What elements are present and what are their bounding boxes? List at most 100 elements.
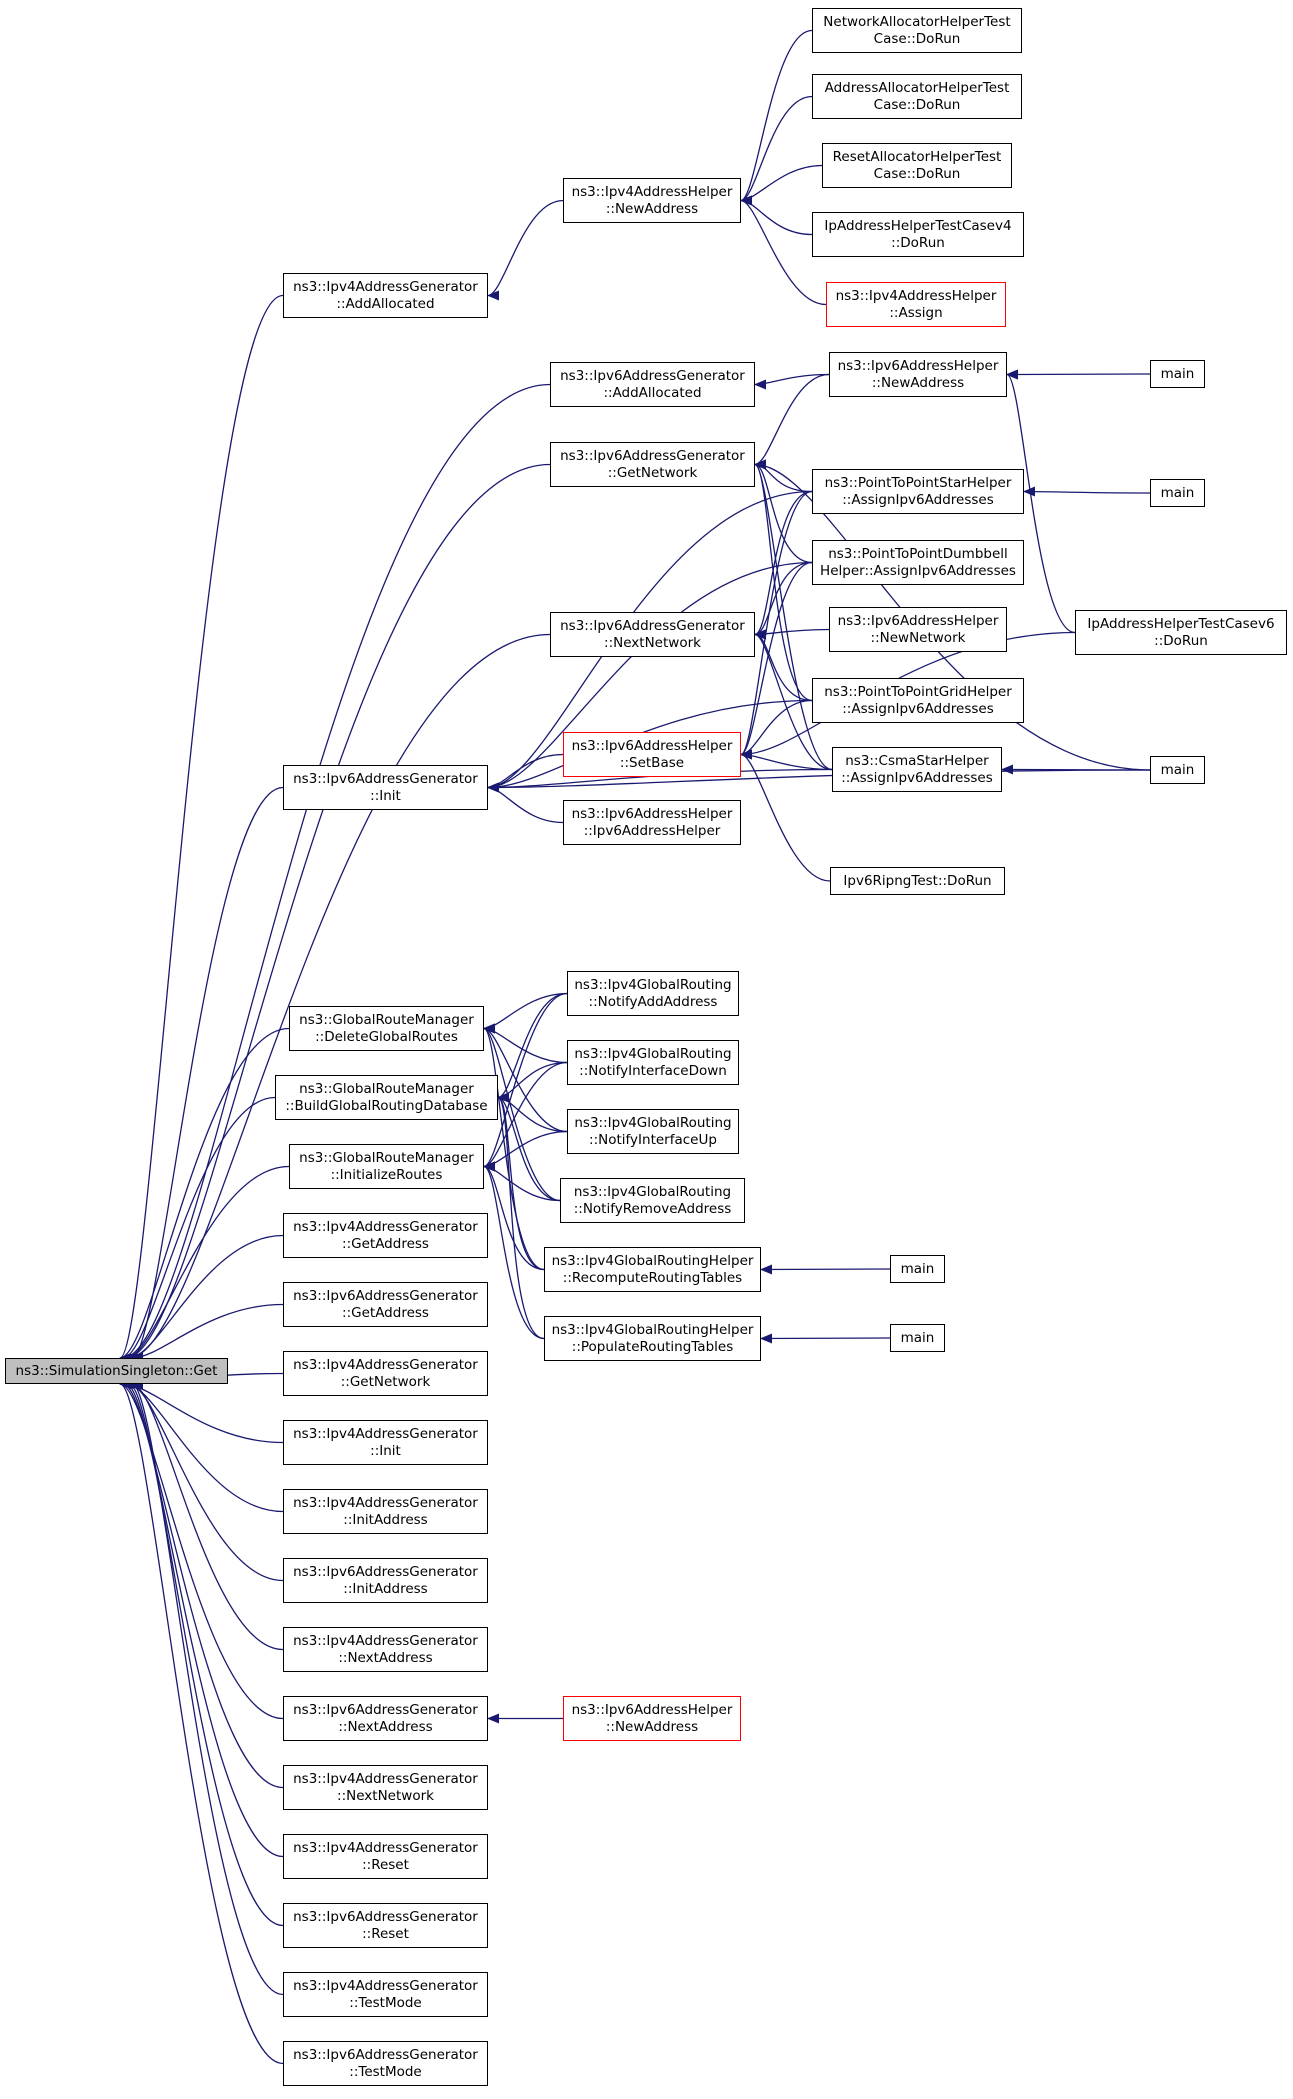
node-label-line: ns3::GlobalRouteManager: [299, 1011, 474, 1028]
node-label-line: ::PopulateRoutingTables: [571, 1338, 734, 1355]
node-gr-addaddr[interactable]: ns3::Ipv4GlobalRouting::NotifyAddAddress: [567, 971, 739, 1016]
node-v4ag-addalloc[interactable]: ns3::Ipv4AddressGenerator::AddAllocated: [283, 273, 488, 318]
node-label-line: ns3::Ipv4AddressHelper: [571, 183, 733, 200]
node-label-line: ::NotifyInterfaceDown: [579, 1062, 727, 1079]
node-label-line: ::Reset: [362, 1925, 409, 1942]
node-label-line: ns3::Ipv4GlobalRouting: [574, 976, 732, 993]
node-v4ag-nextaddr[interactable]: ns3::Ipv4AddressGenerator::NextAddress: [283, 1627, 488, 1672]
node-label-line: ns3::Ipv4AddressGenerator: [293, 1839, 478, 1856]
node-iphelper-v4[interactable]: IpAddressHelperTestCasev4::DoRun: [812, 212, 1024, 257]
node-p2p-grid[interactable]: ns3::PointToPointGridHelper::AssignIpv6A…: [812, 678, 1024, 723]
node-v4ah-assign[interactable]: ns3::Ipv4AddressHelper::Assign: [826, 282, 1006, 327]
node-label-line: ::RecomputeRoutingTables: [562, 1269, 743, 1286]
node-v6ag-init[interactable]: ns3::Ipv6AddressGenerator::Init: [283, 765, 488, 810]
node-v6ag-nextnet[interactable]: ns3::Ipv6AddressGenerator::NextNetwork: [550, 612, 755, 657]
node-grm-build[interactable]: ns3::GlobalRouteManager::BuildGlobalRout…: [275, 1075, 498, 1120]
node-v6ah-newnet[interactable]: ns3::Ipv6AddressHelper::NewNetwork: [829, 607, 1007, 652]
call-edge: [125, 1379, 284, 1513]
call-edge: [483, 1130, 568, 1172]
node-label-line: Case::DoRun: [873, 96, 961, 113]
node-grm-init[interactable]: ns3::GlobalRouteManager::InitializeRoute…: [289, 1144, 484, 1189]
node-v6ag-testmode[interactable]: ns3::Ipv6AddressGenerator::TestMode: [283, 2041, 488, 2086]
call-edge: [483, 1023, 561, 1202]
node-csma-star[interactable]: ns3::CsmaStarHelper::AssignIpv6Addresses: [832, 747, 1002, 792]
call-edge: [754, 373, 830, 390]
node-gr-remaddr[interactable]: ns3::Ipv4GlobalRouting::NotifyRemoveAddr…: [560, 1178, 745, 1223]
node-gr-ifup[interactable]: ns3::Ipv4GlobalRouting::NotifyInterfaceU…: [567, 1109, 739, 1154]
node-label-line: ns3::Ipv4AddressGenerator: [293, 1494, 478, 1511]
node-v4ag-getaddr[interactable]: ns3::Ipv4AddressGenerator::GetAddress: [283, 1213, 488, 1258]
node-label-line: ::NewNetwork: [870, 629, 966, 646]
node-v6ah-newaddr[interactable]: ns3::Ipv6AddressHelper::NewAddress: [829, 352, 1007, 397]
node-v6ag-getnet[interactable]: ns3::Ipv6AddressGenerator::GetNetwork: [550, 442, 755, 487]
node-grm-delete[interactable]: ns3::GlobalRouteManager::DeleteGlobalRou…: [289, 1006, 484, 1051]
call-edge: [483, 1023, 568, 1064]
node-v6ag-nextaddr[interactable]: ns3::Ipv6AddressGenerator::NextAddress: [283, 1696, 488, 1741]
node-label-line: ns3::Ipv4GlobalRouting: [574, 1045, 732, 1062]
call-edge: [740, 561, 813, 760]
call-edge: [754, 373, 830, 470]
node-v6ag-addalloc[interactable]: ns3::Ipv6AddressGenerator::AddAllocated: [550, 362, 755, 407]
call-edge: [740, 195, 813, 236]
node-label-line: ::InitializeRoutes: [330, 1166, 443, 1183]
node-v6ah-setbase[interactable]: ns3::Ipv6AddressHelper::SetBase: [563, 732, 741, 777]
call-edge: [119, 1027, 290, 1363]
node-label-line: ::NextAddress: [338, 1718, 433, 1735]
node-iphelper-v6[interactable]: IpAddressHelperTestCasev6::DoRun: [1075, 610, 1287, 655]
call-edge: [122, 1096, 276, 1363]
node-v4ag-getnet[interactable]: ns3::Ipv4AddressGenerator::GetNetwork: [283, 1351, 488, 1396]
node-v4ah-newaddr[interactable]: ns3::Ipv4AddressHelper::NewAddress: [563, 178, 741, 223]
node-label-line: ::NextAddress: [338, 1649, 433, 1666]
node-label-line: ns3::Ipv4AddressGenerator: [293, 1218, 478, 1235]
call-edge: [497, 1092, 545, 1340]
node-label-line: ns3::Ipv4AddressGenerator: [293, 1770, 478, 1787]
node-label-line: ::AssignIpv6Addresses: [842, 491, 994, 508]
call-edge: [754, 459, 833, 771]
node-grh-recompute[interactable]: ns3::Ipv4GlobalRoutingHelper::RecomputeR…: [544, 1247, 761, 1292]
node-gr-ifdown[interactable]: ns3::Ipv4GlobalRouting::NotifyInterfaceD…: [567, 1040, 739, 1085]
node-v6ag-getaddr[interactable]: ns3::Ipv6AddressGenerator::GetAddress: [283, 1282, 488, 1327]
node-label-line: ns3::Ipv6AddressGenerator: [293, 2046, 478, 2063]
node-root[interactable]: ns3::SimulationSingleton::Get: [5, 1358, 228, 1384]
node-main3[interactable]: main: [1150, 756, 1205, 784]
node-v6ah-newaddr2[interactable]: ns3::Ipv6AddressHelper::NewAddress: [563, 1696, 741, 1741]
node-v4ag-testmode[interactable]: ns3::Ipv4AddressGenerator::TestMode: [283, 1972, 488, 2017]
node-main1[interactable]: main: [1150, 360, 1205, 388]
node-v6ah-ctor[interactable]: ns3::Ipv6AddressHelper::Ipv6AddressHelpe…: [563, 800, 741, 845]
node-v4ag-nextnet[interactable]: ns3::Ipv4AddressGenerator::NextNetwork: [283, 1765, 488, 1810]
node-main5[interactable]: main: [890, 1324, 945, 1352]
node-label-line: ns3::Ipv4AddressGenerator: [293, 278, 478, 295]
node-label-line: ns3::Ipv6AddressGenerator: [560, 617, 745, 634]
node-v4ag-reset[interactable]: ns3::Ipv4AddressGenerator::Reset: [283, 1834, 488, 1879]
call-edge: [740, 95, 813, 206]
node-label-line: ResetAllocatorHelperTest: [832, 148, 1002, 165]
node-v6ag-reset[interactable]: ns3::Ipv6AddressGenerator::Reset: [283, 1903, 488, 1948]
node-p2p-star[interactable]: ns3::PointToPointStarHelper::AssignIpv6A…: [812, 469, 1024, 514]
node-label-line: ns3::Ipv6AddressGenerator: [293, 1287, 478, 1304]
node-label-line: main: [1160, 761, 1195, 778]
node-main2[interactable]: main: [1150, 479, 1205, 507]
node-v6ag-initaddr[interactable]: ns3::Ipv6AddressGenerator::InitAddress: [283, 1558, 488, 1603]
node-v4ag-init[interactable]: ns3::Ipv4AddressGenerator::Init: [283, 1420, 488, 1465]
call-edge: [122, 1379, 284, 1789]
node-v4ag-initaddr[interactable]: ns3::Ipv4AddressGenerator::InitAddress: [283, 1489, 488, 1534]
call-edge: [483, 992, 568, 1172]
node-ripng-test[interactable]: Ipv6RipngTest::DoRun: [830, 867, 1005, 895]
node-label-line: ns3::Ipv4AddressGenerator: [293, 1356, 478, 1373]
node-label-line: ns3::Ipv4AddressGenerator: [293, 1632, 478, 1649]
call-edge: [487, 769, 1151, 793]
node-label-line: ::AddAllocated: [603, 384, 702, 401]
node-label-line: ::AssignIpv6Addresses: [842, 700, 994, 717]
call-edge: [1006, 369, 1076, 634]
node-label-line: Ipv6RipngTest::DoRun: [843, 872, 992, 889]
call-edge: [1023, 486, 1151, 497]
call-edge: [131, 786, 284, 1363]
node-main4[interactable]: main: [890, 1255, 945, 1283]
node-label-line: ::GetNetwork: [340, 1373, 431, 1390]
node-grh-populate[interactable]: ns3::Ipv4GlobalRoutingHelper::PopulateRo…: [544, 1316, 761, 1361]
